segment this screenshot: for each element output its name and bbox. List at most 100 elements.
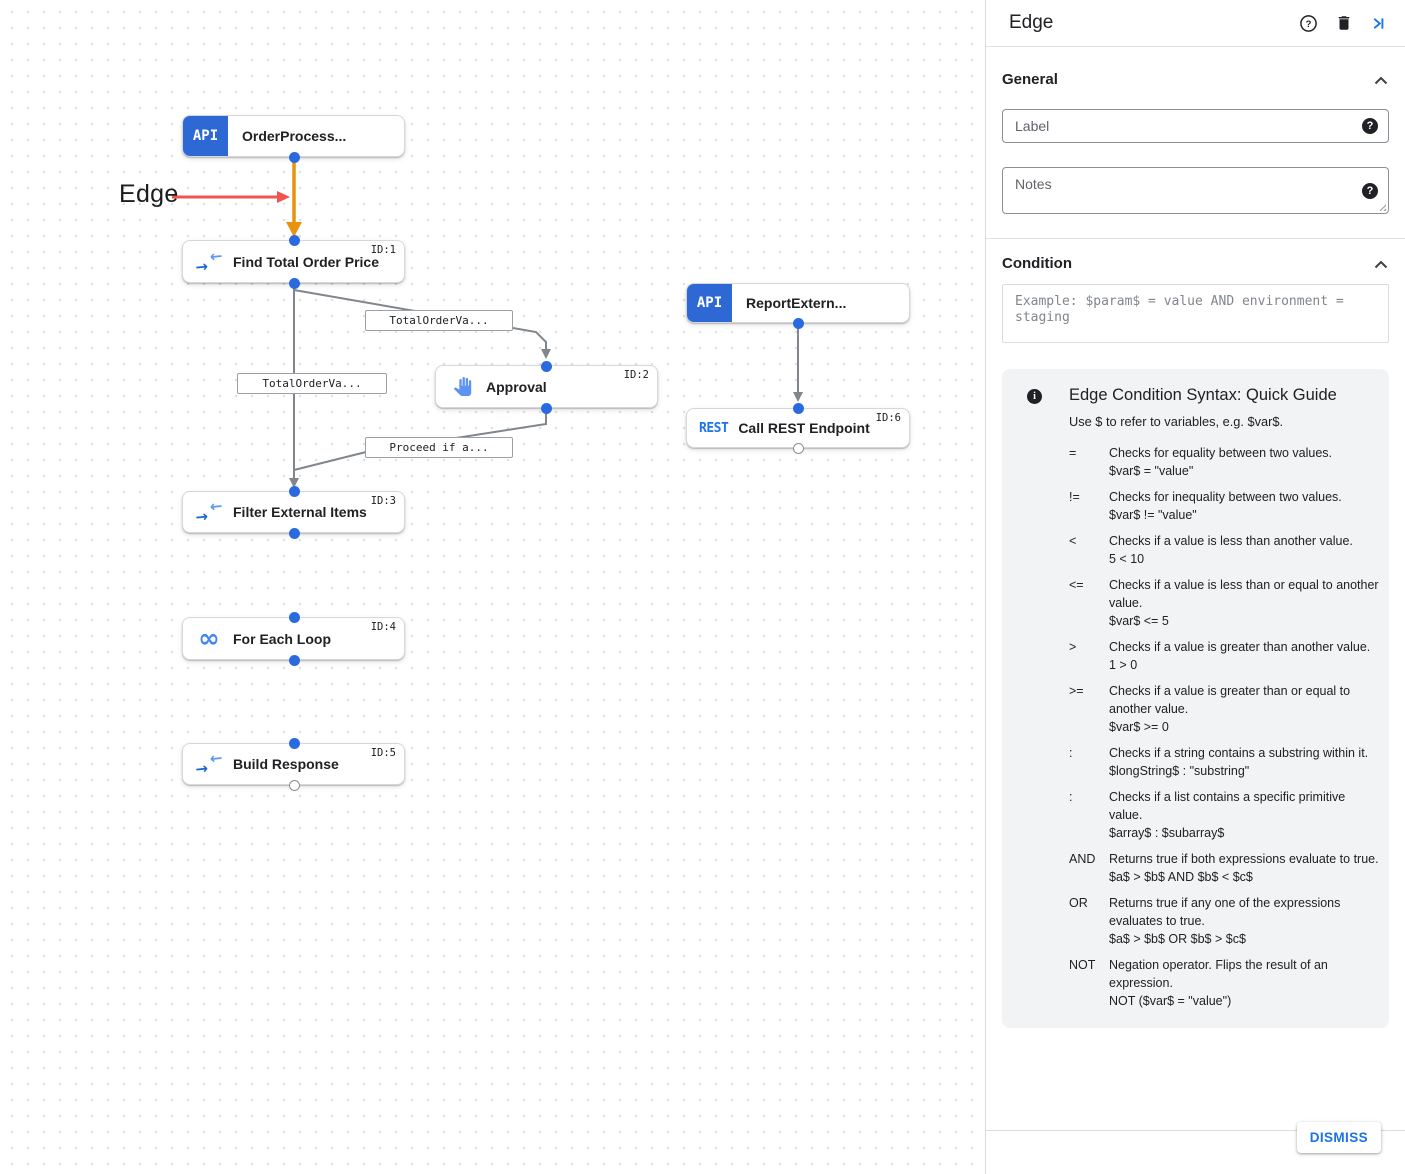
guide-example: NOT ($var$ = "value") [1109,994,1232,1008]
api-trigger-icon: API [183,116,228,156]
panel-footer: DISMISS [986,1118,1405,1174]
node-port[interactable] [288,779,300,791]
node-id-badge: ID:1 [370,244,396,256]
guide-operator: > [1069,640,1077,654]
edge-label-totalorderva-to-approval[interactable]: TotalOrderVa... [365,310,513,331]
guide-title: Edge Condition Syntax: Quick Guide [1069,386,1337,404]
chevron-up-icon[interactable] [1373,74,1389,86]
guide-description: Checks if a value is less than or equal … [1109,578,1379,610]
guide-operator: = [1069,446,1077,460]
node-port[interactable] [288,485,300,497]
node-label: Approval [486,378,547,395]
node-port[interactable] [792,317,804,329]
guide-operator: >= [1069,684,1084,698]
edge-arrowhead [289,478,299,488]
guide-operator: <= [1069,578,1084,592]
guide-operator: != [1069,490,1080,504]
guide-row: > Checks if a value is greater than anoth… [1069,638,1379,674]
guide-row-text: Checks if a value is less than another v… [1109,532,1379,568]
guide-row: >= Checks if a value is greater than or e… [1069,682,1379,736]
edge-label-totalorderva-to-filter[interactable]: TotalOrderVa... [237,373,387,394]
help-icon[interactable]: ? [1299,14,1318,33]
node-port[interactable] [288,737,300,749]
panel-header: Edge ? [986,0,1405,47]
guide-example: $var$ >= 0 [1109,720,1169,734]
guide-example: 1 > 0 [1109,658,1138,672]
data-mapping-icon: →← [194,496,224,527]
for-each-loop-icon: ∞ [198,623,220,654]
approval-hand-icon [450,376,474,398]
label-input[interactable] [1002,109,1389,143]
svg-text:?: ? [1306,19,1312,30]
node-port[interactable] [540,402,552,414]
node-report-external-api-trigger[interactable]: API ReportExtern... [686,283,910,323]
guide-row-text: Checks if a string contains a substring … [1109,744,1379,780]
syntax-guide-card: i Edge Condition Syntax: Quick Guide Use… [1002,369,1389,1028]
edge-properties-panel: Edge ? General ? ? [985,0,1405,1174]
node-port[interactable] [288,611,300,623]
guide-row-text: Checks for inequality between two values… [1109,488,1379,524]
general-section-heading: General [1002,71,1058,88]
guide-example: $a$ > $b$ AND $b$ < $c$ [1109,870,1253,884]
node-port[interactable] [288,277,300,289]
node-port[interactable] [288,527,300,539]
guide-description: Checks if a list contains a specific pri… [1109,790,1346,822]
guide-row-text: Checks if a value is greater than or equ… [1109,682,1379,736]
guide-row: = Checks for equality between two values.… [1069,444,1379,480]
guide-example: $array$ : $subarray$ [1109,826,1225,840]
condition-input[interactable] [1002,284,1389,343]
node-port[interactable] [792,442,804,454]
guide-row: NOT Negation operator. Flips the result o… [1069,956,1379,1010]
node-port[interactable] [792,402,804,414]
guide-row-text: Checks for equality between two values.$… [1109,444,1379,480]
label-help-icon[interactable]: ? [1362,118,1378,134]
node-label: Build Response [233,756,339,772]
node-port[interactable] [288,151,300,163]
node-id-badge: ID:4 [370,621,396,633]
node-label: Filter External Items [233,504,367,520]
guide-row: < Checks if a value is less than another … [1069,532,1379,568]
collapse-panel-icon[interactable] [1370,15,1387,32]
section-divider [986,238,1405,239]
guide-row: : Checks if a string contains a substring… [1069,744,1379,780]
trash-icon[interactable] [1335,14,1353,32]
guide-operator: AND [1069,852,1096,866]
dismiss-button[interactable]: DISMISS [1296,1122,1381,1153]
footer-divider [986,1130,1405,1131]
chevron-up-icon[interactable] [1373,258,1389,270]
node-label: Call REST Endpoint [738,420,870,436]
guide-operator: NOT [1069,958,1096,972]
node-id-badge: ID:5 [370,747,396,759]
guide-row-text: Checks if a list contains a specific pri… [1109,788,1379,842]
guide-operator: < [1069,534,1077,548]
resize-handle-icon[interactable] [1377,202,1386,211]
edge-label-proceed-if[interactable]: Proceed if a... [365,437,513,458]
guide-example: $a$ > $b$ OR $b$ > $c$ [1109,932,1246,946]
notes-input[interactable] [1002,167,1389,214]
guide-row: != Checks for inequality between two valu… [1069,488,1379,524]
node-label: Find Total Order Price [233,253,379,270]
guide-row-text: Checks if a value is greater than anothe… [1109,638,1379,674]
edge-arrowhead [286,222,302,237]
node-label: ReportExtern... [746,295,847,311]
info-icon: i [1027,389,1042,404]
notes-help-icon[interactable]: ? [1362,182,1378,199]
guide-example: $var$ <= 5 [1109,614,1169,628]
node-port[interactable] [540,360,552,372]
api-trigger-icon: API [687,284,732,322]
node-port[interactable] [288,654,300,666]
guide-row-text: Negation operator. Flips the result of a… [1109,956,1379,1010]
guide-rows: = Checks for equality between two values.… [1069,444,1379,1010]
node-port[interactable] [288,234,300,246]
guide-operator: : [1069,746,1073,760]
